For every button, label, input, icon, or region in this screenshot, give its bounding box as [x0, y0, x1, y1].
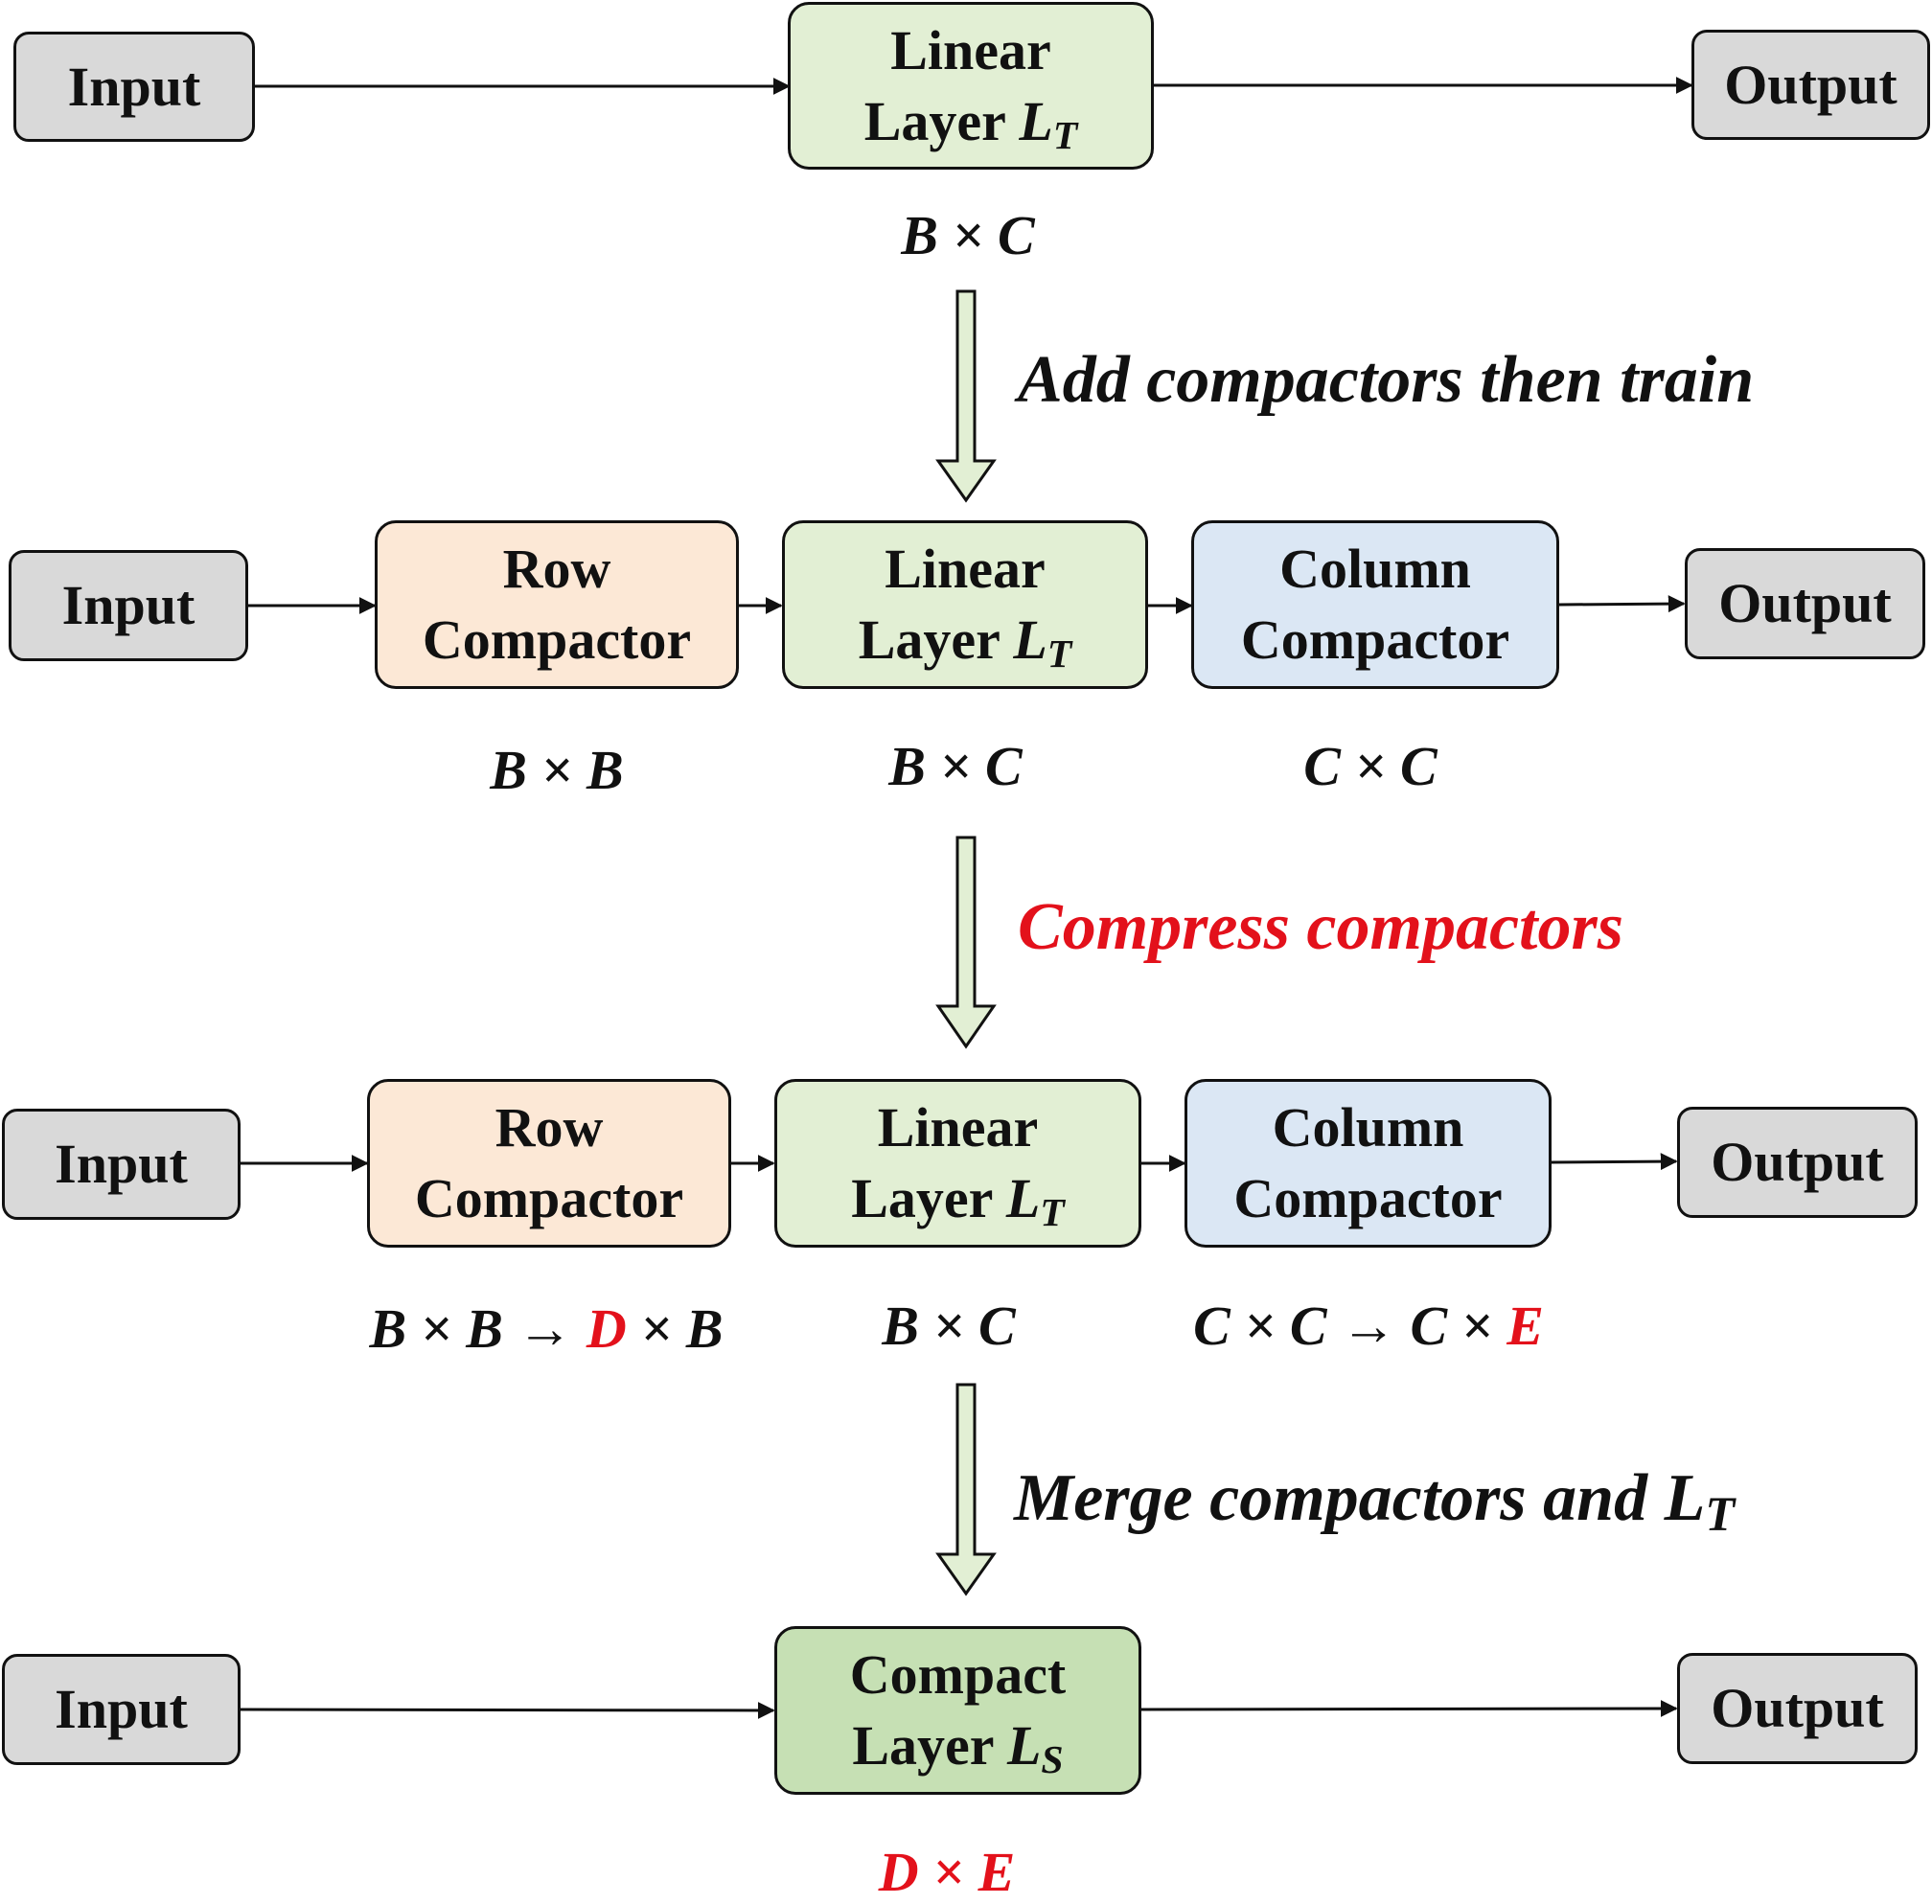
input-box-stage1: Input — [13, 32, 255, 142]
input-box-stage2: Input — [9, 550, 248, 661]
layer-label: Layer LS — [852, 1714, 1064, 1783]
step3-label: Merge compactors and LT — [1014, 1461, 1736, 1542]
dim-column-stage2: C × C — [1303, 735, 1438, 797]
compactor-label: Compactor — [1240, 608, 1510, 671]
dim-linear-stage2: B × C — [888, 735, 1023, 797]
output-box-stage1: Output — [1691, 30, 1930, 140]
dim-column-stage3: C × C → C × E — [1193, 1295, 1544, 1357]
linear-label: Linear — [877, 1096, 1039, 1159]
down-arrow-step2 — [935, 836, 997, 1049]
arrow-column-to-output-s2 — [1558, 595, 1686, 613]
arrow-input-to-compact-s4 — [240, 1701, 775, 1719]
step1-label: Add compactors then train — [1018, 343, 1755, 417]
new-column-count: E — [1506, 1295, 1544, 1357]
compactor-label: Compactor — [414, 1167, 684, 1229]
linear-label: Linear — [890, 18, 1051, 81]
linear-label: Linear — [885, 538, 1046, 601]
output-label: Output — [1718, 572, 1892, 635]
dim-compact-stage4: D × E — [878, 1841, 1016, 1903]
dim-row-stage2: B × B — [490, 739, 624, 801]
layer-label: Layer LT — [863, 89, 1078, 158]
row-label: Row — [502, 538, 611, 601]
layer-label: Layer LT — [851, 1167, 1065, 1236]
compact-layer-box-stage4: Compact Layer LS — [774, 1626, 1141, 1795]
output-label: Output — [1711, 1131, 1884, 1194]
compactor-label: Compactor — [422, 608, 692, 671]
row-label: Row — [494, 1096, 604, 1159]
row-compactor-box-stage3: Row Compactor — [367, 1079, 731, 1248]
input-label: Input — [67, 55, 201, 118]
dim-row-stage3: B × B → D × B — [369, 1297, 724, 1360]
input-label: Input — [61, 574, 196, 637]
column-label: Column — [1272, 1096, 1464, 1159]
new-row-count: D — [586, 1297, 627, 1360]
compactor-label: Compactor — [1233, 1167, 1503, 1229]
output-box-stage4: Output — [1677, 1653, 1918, 1764]
step2-label: Compress compactors — [1018, 890, 1623, 964]
linear-layer-box-stage2: Linear Layer LT — [782, 520, 1148, 689]
input-label: Input — [55, 1678, 188, 1741]
arrow-column-to-output-s3 — [1551, 1153, 1678, 1171]
down-arrow-step3 — [935, 1383, 997, 1596]
layer-label: Layer LT — [858, 608, 1072, 677]
output-label: Output — [1724, 53, 1898, 116]
linear-layer-box-stage3: Linear Layer LT — [774, 1079, 1141, 1248]
column-compactor-box-stage2: Column Compactor — [1191, 520, 1559, 689]
column-label: Column — [1279, 538, 1471, 601]
output-label: Output — [1711, 1677, 1884, 1740]
dim-linear-stage3: B × C — [882, 1295, 1016, 1357]
output-box-stage3: Output — [1677, 1107, 1918, 1218]
input-box-stage3: Input — [2, 1109, 241, 1220]
dim-linear-stage1: B × C — [901, 204, 1035, 266]
column-compactor-box-stage3: Column Compactor — [1184, 1079, 1552, 1248]
input-box-stage4: Input — [2, 1654, 241, 1765]
linear-layer-box-stage1: Linear Layer LT — [788, 2, 1154, 170]
down-arrow-step1 — [935, 289, 997, 503]
output-box-stage2: Output — [1685, 548, 1925, 659]
input-label: Input — [55, 1133, 188, 1196]
compact-label: Compact — [849, 1643, 1067, 1707]
row-compactor-box-stage2: Row Compactor — [375, 520, 739, 689]
